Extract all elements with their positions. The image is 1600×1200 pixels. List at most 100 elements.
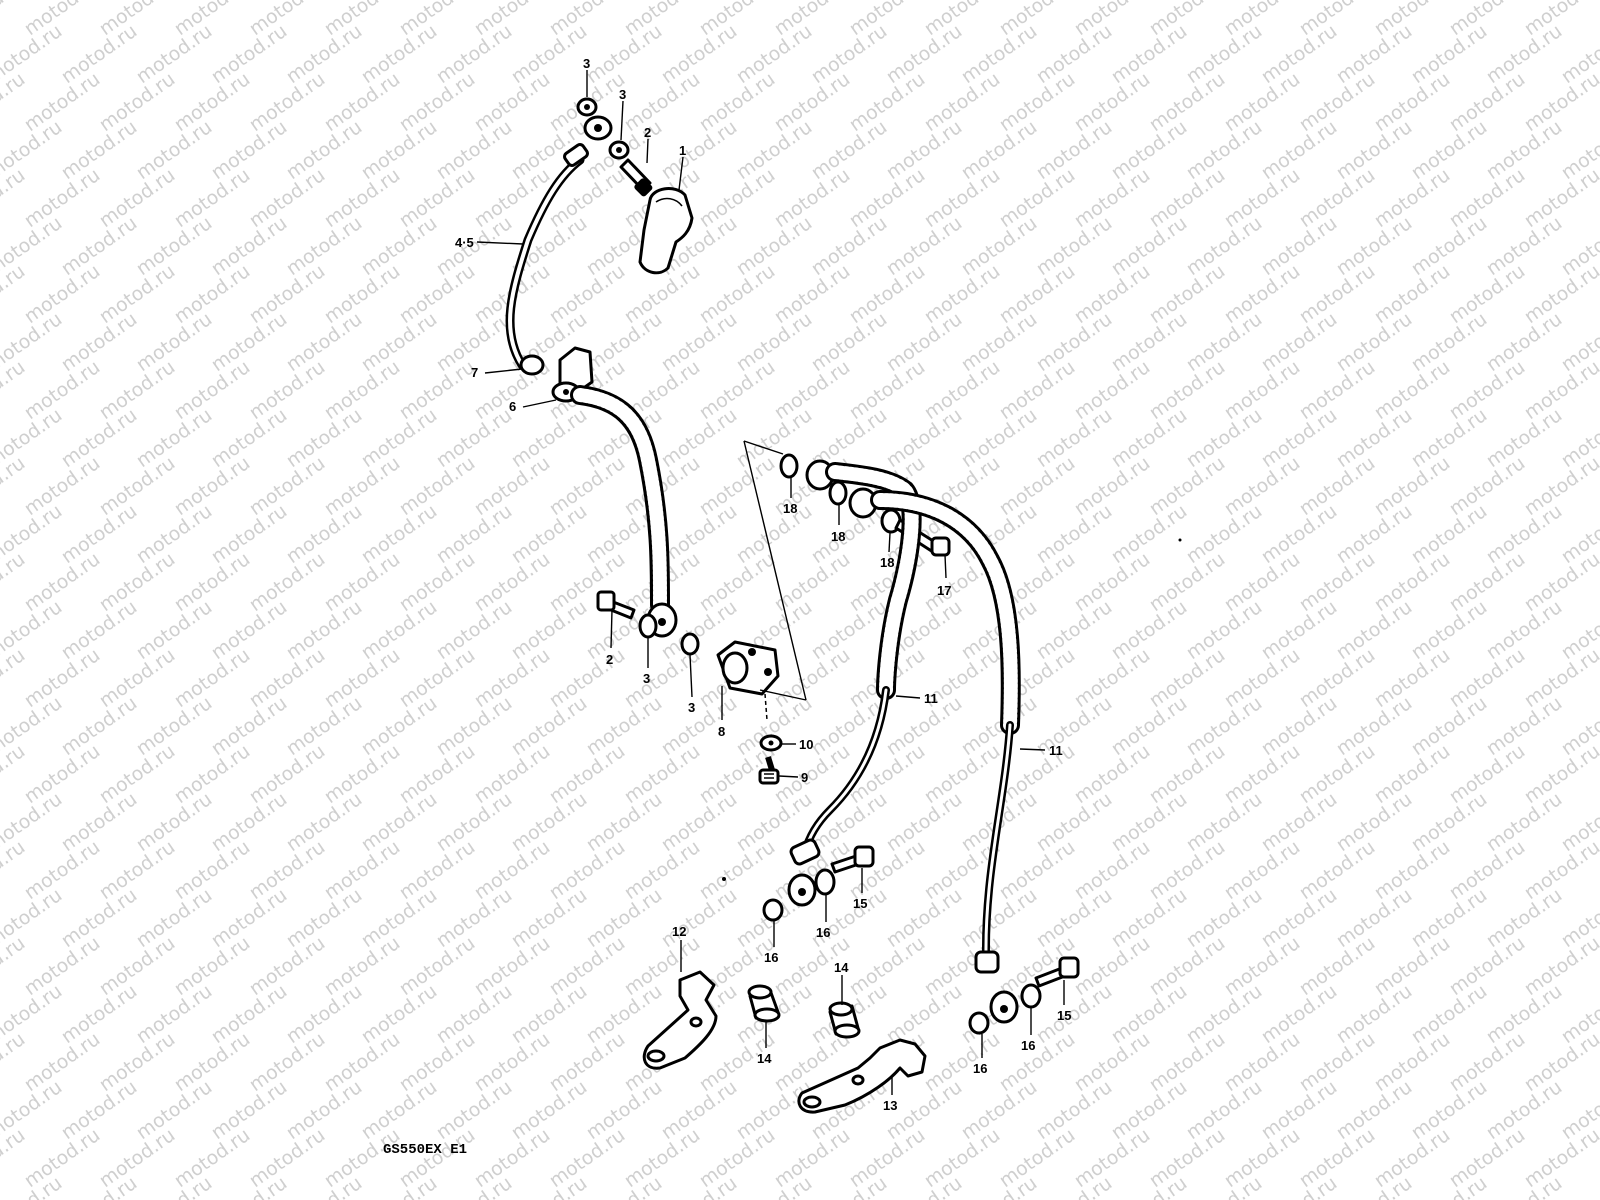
watermark-text: motod.ru bbox=[807, 116, 891, 184]
watermark-text: motod.ru bbox=[1332, 788, 1416, 856]
watermark-text: motod.ru bbox=[432, 20, 516, 88]
watermark-text: motod.ru bbox=[657, 500, 741, 568]
callout-16-d: 16 bbox=[973, 1061, 987, 1076]
hose-bracket-13 bbox=[797, 1038, 927, 1114]
watermark-text: motod.ru bbox=[357, 884, 441, 952]
upper-brake-hose bbox=[505, 115, 613, 403]
watermark-text: motod.ru bbox=[1407, 884, 1491, 952]
callout-14-left: 14 bbox=[757, 1051, 772, 1066]
watermark-text: motod.ru bbox=[357, 404, 441, 472]
watermark-text: motod.ru bbox=[1182, 1076, 1266, 1144]
watermark-text: motod.ru bbox=[132, 1076, 216, 1144]
watermark-text: motod.ru bbox=[207, 692, 291, 760]
watermark-text: motod.ru bbox=[807, 500, 891, 568]
washer-3-top-b bbox=[608, 140, 630, 160]
watermark-text: motod.ru bbox=[57, 884, 141, 952]
watermark-text: motod.ru bbox=[1182, 884, 1266, 952]
watermark-text: motod.ru bbox=[1257, 20, 1341, 88]
watermark-text: motod.ru bbox=[1407, 404, 1491, 472]
watermark-text: motod.ru bbox=[432, 212, 516, 280]
watermark-text: motod.ru bbox=[732, 212, 816, 280]
watermark-text: motod.ru bbox=[1407, 308, 1491, 376]
watermark-text: motod.ru bbox=[1332, 116, 1416, 184]
watermark-text: motod.ru bbox=[957, 308, 1041, 376]
watermark-text: motod.ru bbox=[1332, 884, 1416, 952]
watermark-text: motod.ru bbox=[1182, 20, 1266, 88]
watermark-text: motod.ru bbox=[882, 116, 966, 184]
bolt-9 bbox=[758, 756, 780, 785]
model-code-label: GS550EX E1 bbox=[383, 1142, 467, 1158]
watermark-text: motod.ru bbox=[507, 404, 591, 472]
watermark-text: motod.ru bbox=[807, 308, 891, 376]
watermark-text: motod.ru bbox=[1407, 212, 1491, 280]
watermark-text: motod.ru bbox=[57, 404, 141, 472]
watermark-text: motod.ru bbox=[1407, 1076, 1491, 1144]
watermark-text: motod.ru bbox=[207, 212, 291, 280]
watermark-text: motod.ru bbox=[1332, 1076, 1416, 1144]
watermark-text: motod.ru bbox=[207, 884, 291, 952]
watermark-text: motod.ru bbox=[1182, 500, 1266, 568]
watermark-text: motod.ru bbox=[282, 884, 366, 952]
watermark-text: motod.ru bbox=[357, 212, 441, 280]
callout-4-5: 4·5 bbox=[455, 235, 474, 250]
watermark-text: motod.ru bbox=[132, 212, 216, 280]
watermark-text: motod.ru bbox=[507, 692, 591, 760]
watermark-text: motod.ru bbox=[207, 116, 291, 184]
callout-18-c: 18 bbox=[880, 555, 894, 570]
watermark-text: motod.ru bbox=[1482, 404, 1566, 472]
watermark-text: motod.ru bbox=[1332, 308, 1416, 376]
watermark-text: motod.ru bbox=[1032, 596, 1116, 664]
washer-3-mid-b bbox=[680, 632, 700, 656]
watermark-text: motod.ru bbox=[357, 980, 441, 1048]
watermark-text: motod.ru bbox=[207, 1076, 291, 1144]
watermark-text: motod.ru bbox=[507, 596, 591, 664]
watermark-text: motod.ru bbox=[957, 1076, 1041, 1144]
callout-2-top: 2 bbox=[644, 125, 651, 140]
watermark-text: motod.ru bbox=[1107, 500, 1191, 568]
watermark-text: motod.ru bbox=[282, 20, 366, 88]
watermark-text: motod.ru bbox=[1407, 116, 1491, 184]
brake-hose-joint-8 bbox=[716, 640, 780, 696]
watermark-text: motod.ru bbox=[657, 1076, 741, 1144]
watermark-text: motod.ru bbox=[1182, 596, 1266, 664]
watermark-text: motod.ru bbox=[882, 980, 966, 1048]
watermark-text: motod.ru bbox=[57, 596, 141, 664]
watermark-text: motod.ru bbox=[507, 980, 591, 1048]
watermark-text: motod.ru bbox=[1257, 596, 1341, 664]
watermark-text: motod.ru bbox=[957, 20, 1041, 88]
callout-16-b: 16 bbox=[764, 950, 778, 965]
watermark-text: motod.ru bbox=[1107, 116, 1191, 184]
callout-13: 13 bbox=[883, 1098, 897, 1113]
watermark-text: motod.ru bbox=[282, 788, 366, 856]
joint-dash-line bbox=[764, 693, 768, 721]
watermark-text: motod.ru bbox=[1332, 500, 1416, 568]
callout-18-a: 18 bbox=[783, 501, 797, 516]
brake-hose-11-left bbox=[787, 462, 922, 907]
watermark-text: motod.ru bbox=[357, 308, 441, 376]
watermark-text: motod.ru bbox=[507, 500, 591, 568]
watermark-text: motod.ru bbox=[1257, 404, 1341, 472]
callout-6: 6 bbox=[509, 399, 516, 414]
watermark-text: motod.ru bbox=[1482, 884, 1566, 952]
watermark-text: motod.ru bbox=[132, 20, 216, 88]
callout-11-right: 11 bbox=[1049, 743, 1063, 758]
watermark-text: motod.ru bbox=[132, 308, 216, 376]
callout-3-top-a: 3 bbox=[583, 56, 590, 71]
watermark-text: motod.ru bbox=[1107, 980, 1191, 1048]
watermark-text: motod.ru bbox=[807, 884, 891, 952]
watermark-text: motod.ru bbox=[357, 788, 441, 856]
watermark-text: motod.ru bbox=[732, 404, 816, 472]
callout-7: 7 bbox=[471, 365, 478, 380]
callout-15-right: 15 bbox=[1057, 1008, 1071, 1023]
watermark-text: motod.ru bbox=[507, 788, 591, 856]
watermark-text: motod.ru bbox=[282, 308, 366, 376]
watermark-text: motod.ru bbox=[282, 212, 366, 280]
watermark-text: motod.ru bbox=[207, 500, 291, 568]
watermark-text: motod.ru bbox=[1032, 884, 1116, 952]
watermark-text: motod.ru bbox=[432, 116, 516, 184]
watermark-text: motod.ru bbox=[1032, 1076, 1116, 1144]
watermark-text: motod.ru bbox=[1482, 212, 1566, 280]
grommet-14-left bbox=[747, 984, 781, 1023]
watermark-text: motod.ru bbox=[1032, 980, 1116, 1048]
